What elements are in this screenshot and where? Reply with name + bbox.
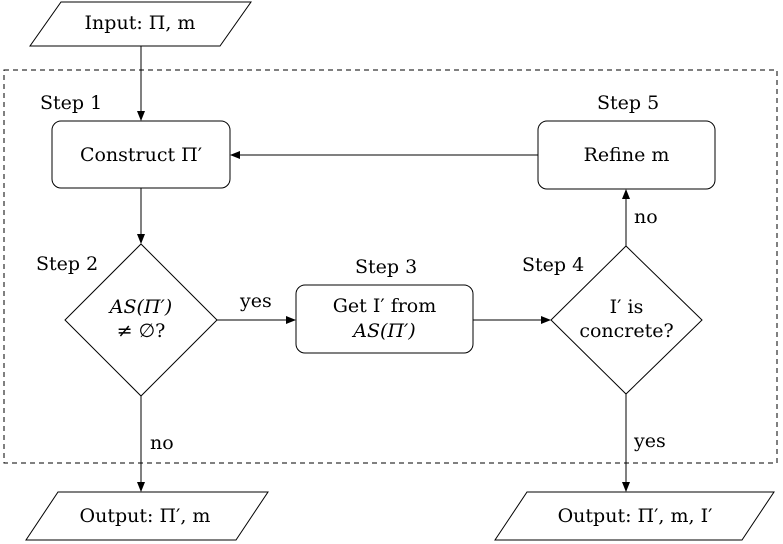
edge-label-no-left: no	[150, 432, 174, 454]
get-node-line2: AS(Π′)	[353, 320, 416, 342]
step1-label: Step 1	[40, 92, 103, 114]
step3-label: Step 3	[355, 256, 418, 278]
get-node-line1: Get I′ from	[332, 295, 437, 317]
construct-node-label: Construct Π′	[79, 144, 203, 166]
decision-as-line1: AS(Π′)	[109, 296, 173, 318]
input-node-shape	[29, 1, 252, 47]
decision-concrete-line2: concrete?	[579, 320, 674, 342]
decision-concrete-line1: I′ is	[609, 296, 644, 318]
input-node-label: Input: Π, m	[84, 12, 196, 34]
edge-label-yes-right: yes	[634, 430, 666, 452]
edge-label-no-right: no	[634, 206, 658, 228]
decision-as-line2: ≠ ∅?	[116, 320, 166, 342]
output-right-shape	[494, 491, 775, 541]
step2-label: Step 2	[36, 253, 99, 275]
loop-boundary	[3, 69, 778, 464]
output-left-label: Output: Π′, m	[79, 505, 211, 527]
output-left-shape	[25, 491, 269, 541]
edge-label-yes-mid: yes	[240, 290, 272, 312]
refine-node-label: Refine m	[583, 144, 670, 166]
step5-label: Step 5	[597, 92, 660, 114]
get-node-shape	[295, 284, 474, 354]
output-right-label: Output: Π′, m, I′	[557, 505, 713, 527]
step4-label: Step 4	[522, 254, 585, 276]
